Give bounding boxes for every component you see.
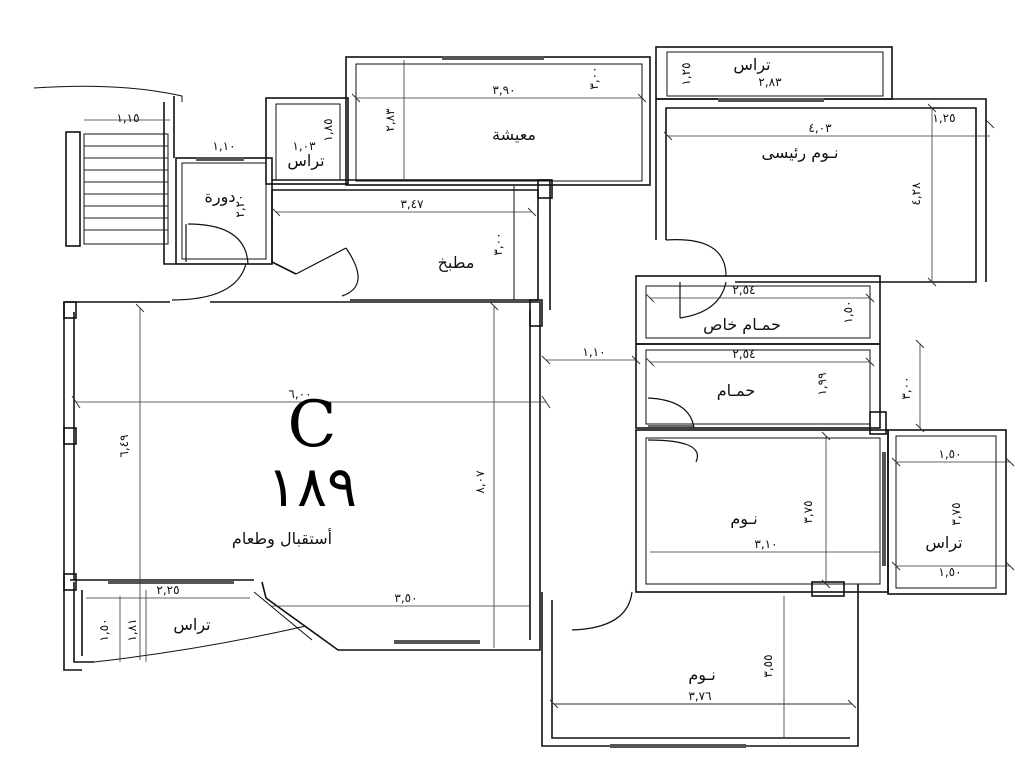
dim-terrace-bottom-height-1: ١,٥٠ <box>97 618 111 641</box>
dim-terrace-top-width: ٢,٨٣ <box>758 75 782 89</box>
dim-kitchen-height: ٣,٠٠ <box>491 232 505 255</box>
unit-letter: C <box>288 388 337 462</box>
dim-master-width: ٤,٠٣ <box>808 121 832 135</box>
dim-kitchen-width: ٣,٤٧ <box>400 197 424 211</box>
dim-terrace-bottom-width: ٢,٢٥ <box>156 583 179 597</box>
dim-private-bath-height: ١,٥٠ <box>841 300 855 323</box>
room-master-bedroom: نـوم رئيسى <box>761 143 838 163</box>
dim-reception-height: ٦,٤٩ <box>117 434 131 457</box>
dim-living-height-2: ٣,٠٠ <box>587 66 601 89</box>
walls <box>33 46 1007 748</box>
dim-private-bath-width: ٢,٥٤ <box>732 283 755 297</box>
dim-wc-width: ١,١٠ <box>212 139 235 153</box>
dim-bedroom-3-width: ٣,٧٦ <box>688 689 711 703</box>
unit-number: ١٨٩ <box>267 455 357 520</box>
room-living: معيشة <box>492 125 536 144</box>
dimension-labels: ١,١٥ ١,١٠ ٢,٢٠ ١,٠٣ ١,٨٥ ٣,٩٠ ٢,٨٣ ٣,٠٠ … <box>97 62 963 703</box>
room-terrace-small: تراس <box>287 151 324 171</box>
dim-living-height: ٢,٨٣ <box>383 108 397 132</box>
dim-terrace-bottom-height-2: ١,٨١ <box>125 618 139 641</box>
room-bedroom-2: نـوم <box>730 509 757 529</box>
dimension-lines <box>76 60 1010 738</box>
room-wc: دورة <box>205 187 236 207</box>
dim-master-ext: ١,٢٥ <box>932 111 955 125</box>
dim-bath-height: ١,٩٩ <box>815 372 829 395</box>
dim-bedroom-2-height: ٣,٧٥ <box>801 500 815 523</box>
dim-terrace-right-height: ٣,٧٥ <box>949 502 963 525</box>
dim-terrace-right-width-1: ١,٥٠ <box>938 447 961 461</box>
room-private-bath: حمـام خاص <box>703 315 781 335</box>
dim-reception-bottom-width: ٣,٥٠ <box>394 591 417 605</box>
dim-terrace-small-height: ١,٨٥ <box>321 118 335 141</box>
room-terrace-top: تراس <box>733 55 770 75</box>
room-terrace-right: تراس <box>925 533 962 553</box>
dim-stair-width: ١,١٥ <box>116 111 139 125</box>
dim-wc-height: ٢,٢٠ <box>233 194 247 217</box>
dimension-ticks <box>71 93 1015 709</box>
dim-corridor-width: ١,١٠ <box>582 345 605 359</box>
dim-terrace-right-width-2: ١,٥٠ <box>938 565 961 579</box>
room-terrace-bottom: تراس <box>173 615 210 635</box>
room-reception: أستقبال وطعام <box>232 528 332 549</box>
dim-terrace-top-height: ١,٢٥ <box>679 62 693 85</box>
room-labels: معيشة تراس نـوم رئيسى تراس دورة مطبخ حمـ… <box>173 55 962 685</box>
dim-reception-width: ٦,٠٠ <box>288 387 311 401</box>
dim-living-width: ٣,٩٠ <box>492 83 515 97</box>
staircase <box>65 131 169 247</box>
dim-reception-height-2: ٨,٠٧ <box>473 470 487 494</box>
doors <box>171 223 727 631</box>
dim-master-height: ٤,٢٨ <box>909 182 923 206</box>
dim-terrace-small-width: ١,٠٣ <box>292 139 316 153</box>
room-kitchen: مطبخ <box>438 253 475 273</box>
dim-bedroom-3-height: ٣,٥٥ <box>761 654 775 677</box>
dim-bath-height-2: ٣,٠٠ <box>899 376 913 399</box>
room-bath: حمـام <box>717 381 756 400</box>
dim-bath-width: ٢,٥٤ <box>732 347 755 361</box>
dim-bedroom-2-width: ٣,١٠ <box>754 537 777 551</box>
room-bedroom-3: نـوم <box>688 665 715 685</box>
